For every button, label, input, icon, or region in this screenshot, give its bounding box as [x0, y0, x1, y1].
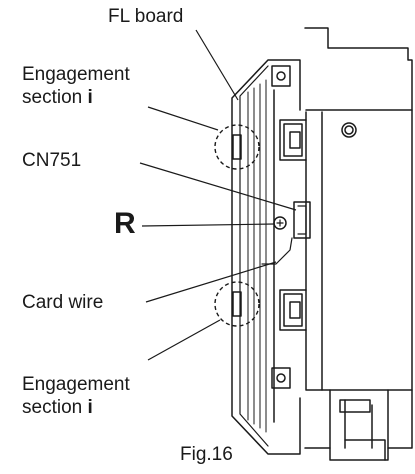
bottom-bracket	[344, 439, 386, 461]
leader-cn751	[139, 162, 297, 211]
clip-top-slot	[289, 131, 301, 149]
label-engagement-top-word: section	[22, 87, 83, 108]
foot-plate	[339, 399, 371, 413]
engagement-slot-top	[232, 134, 242, 160]
label-engagement-top-letter: i	[87, 87, 93, 108]
tab-bottom-hole	[276, 373, 286, 383]
label-engagement-top-line2: section i	[22, 87, 93, 109]
cn751-connector	[293, 201, 311, 239]
label-engagement-top-line1: Engagement	[22, 64, 130, 85]
label-engagement-bottom-line2: section i	[22, 397, 93, 419]
cn751-inner	[297, 205, 307, 235]
label-cn751: CN751	[22, 150, 82, 171]
label-card-wire: Card wire	[22, 292, 104, 313]
tab-top-hole	[276, 71, 286, 81]
housing-panel	[305, 109, 413, 391]
clip-bottom-slot	[289, 301, 301, 319]
fl-board-thickness	[239, 65, 269, 447]
leader-r-marker	[141, 223, 275, 227]
engagement-circle-bottom	[214, 281, 260, 327]
r-marker-screw	[273, 216, 287, 230]
tab-bottom	[271, 367, 291, 389]
label-r-marker: R	[114, 207, 136, 240]
label-engagement-bottom-letter: i	[87, 397, 93, 418]
leader-card-wire	[145, 261, 277, 303]
fl-board-outline	[231, 59, 301, 455]
leader-engagement-bottom	[147, 319, 221, 361]
leader-fl-board	[195, 29, 239, 101]
label-engagement-bottom-word: section	[22, 397, 83, 418]
label-fl-board: FL board	[108, 6, 184, 27]
label-engagement-bottom-line1: Engagement	[22, 374, 130, 395]
clip-bracket-top	[279, 119, 307, 161]
foot-right	[371, 389, 389, 449]
foot-left	[329, 389, 346, 449]
figure-caption: Fig.16	[180, 444, 233, 465]
board-hatching	[247, 79, 267, 433]
screw-boss-top-inner	[344, 125, 354, 135]
leader-engagement-top	[147, 106, 219, 131]
engagement-slot-bottom	[232, 291, 242, 317]
tab-top	[271, 65, 291, 87]
chassis-outline	[304, 27, 413, 461]
clip-bracket-bottom	[279, 289, 307, 331]
engagement-circle-top	[214, 124, 260, 170]
screw-boss-top	[341, 122, 357, 138]
